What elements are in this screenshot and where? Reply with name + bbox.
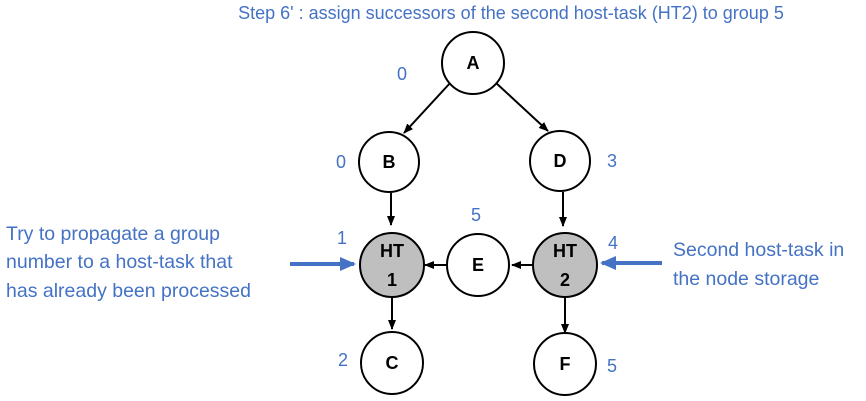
node-ht2: HT 2 [532, 232, 598, 298]
node-ht1-label-line2: 1 [387, 270, 397, 290]
group-number-b: 0 [336, 152, 346, 172]
left-note-line-2: number to a host-task that [6, 251, 233, 273]
group-number-e: 5 [471, 205, 481, 225]
node-b-label: B [383, 152, 396, 172]
right-note-line-1: Second host-task in [673, 239, 844, 261]
group-number-a: 0 [397, 64, 407, 84]
node-ht2-label-line1: HT [553, 241, 577, 261]
node-ht1: HT 1 [359, 232, 425, 298]
group-number-d: 3 [607, 151, 617, 171]
group-number-ht2: 4 [608, 233, 618, 253]
diagram-title: Step 6' : assign successors of the secon… [238, 3, 784, 23]
node-c-label: C [386, 353, 399, 373]
node-ht2-label-line2: 2 [560, 270, 570, 290]
right-note-line-2: the node storage [673, 268, 819, 290]
edge-a-b [403, 81, 452, 134]
node-ht1-label-line1: HT [380, 241, 404, 261]
node-a-label: A [467, 53, 480, 73]
node-d-label: D [554, 151, 567, 171]
edges [387, 81, 569, 334]
edge-a-d [494, 81, 549, 132]
right-note: Second host-task in the node storage [673, 239, 844, 290]
node-b: B [358, 131, 420, 193]
left-note-line-1: Try to propagate a group [6, 223, 220, 245]
left-note: Try to propagate a group number to a hos… [6, 223, 251, 302]
node-e: E [446, 233, 510, 297]
node-e-label: E [472, 255, 484, 275]
node-f: F [533, 332, 597, 396]
node-f-label: F [560, 354, 571, 374]
node-a: A [441, 31, 505, 95]
node-c: C [360, 331, 424, 395]
group-number-ht1: 1 [337, 228, 347, 248]
group-number-f: 5 [607, 356, 617, 376]
left-note-line-3: has already been processed [6, 280, 251, 302]
group-number-c: 2 [338, 350, 348, 370]
node-d: D [529, 130, 591, 192]
